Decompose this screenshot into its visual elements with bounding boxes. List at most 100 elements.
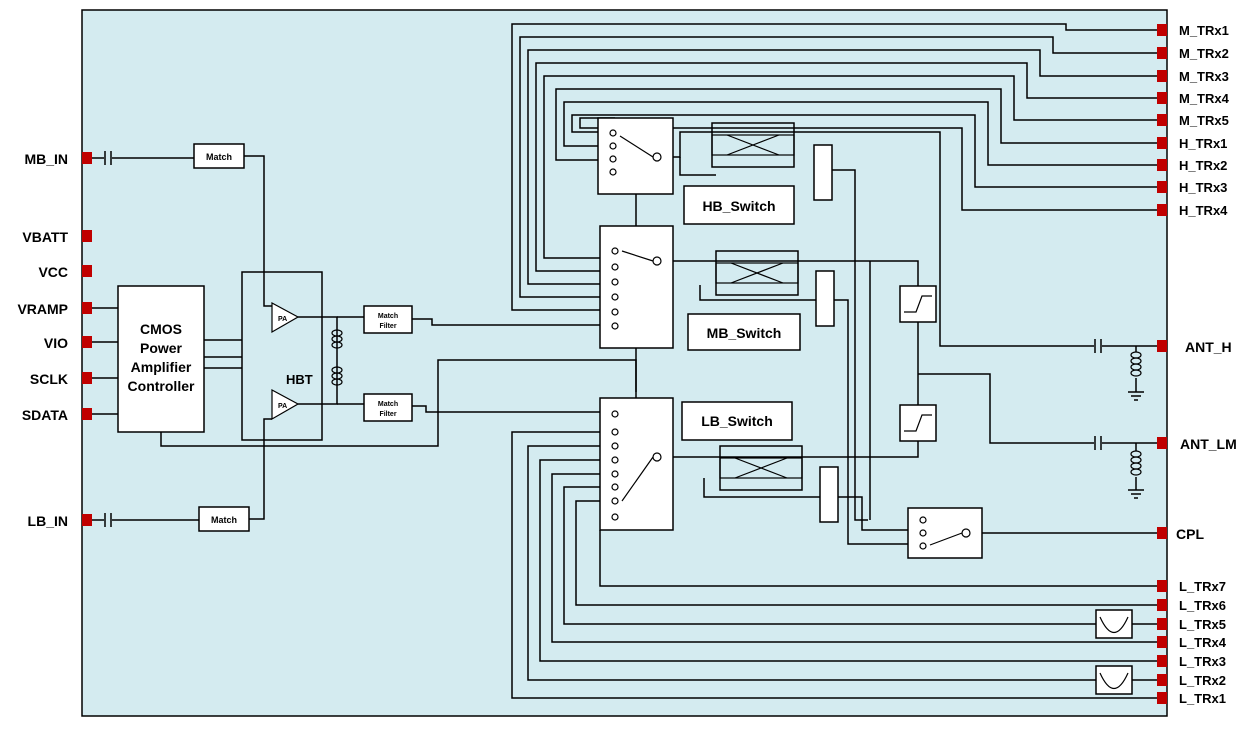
match-filter-1-line2: Filter [379, 323, 396, 330]
mb-switch-label-box: MB_Switch [687, 313, 801, 351]
bus-wire-top [563, 101, 1157, 166]
pin-label-h-trx4: H_TRx4 [1179, 203, 1228, 218]
pin-label-m-trx2: M_TRx2 [1179, 46, 1229, 61]
inductor-pa1 [331, 341, 343, 349]
coupler-lb [719, 457, 803, 479]
pin-h-trx3: H_TRx3 [1157, 180, 1227, 195]
lb-switch [599, 397, 674, 531]
lb-switch-arm [621, 456, 654, 502]
match-filter-2-line1: Match [378, 401, 398, 408]
pin-m-trx2: M_TRx2 [1157, 46, 1229, 61]
pa-label-1: PA [278, 316, 287, 323]
mb-path [412, 318, 600, 326]
match-lb: Match [198, 506, 250, 532]
lb-match-to-pa [249, 418, 272, 520]
hb-out [658, 131, 1094, 347]
bandpass-filter-l-trx5-curve [1099, 616, 1129, 634]
cpl-switch [907, 507, 983, 559]
pin-vbatt: VBATT [22, 229, 92, 245]
bus-wire-top [511, 23, 1157, 311]
lb-switch-label: LB_Switch [701, 413, 773, 429]
left-pins: MB_IN VBATT VCC VRAMP VIO SCLK SDATA LB [17, 151, 92, 529]
pin-vio: VIO [44, 335, 92, 351]
lb-switch-label-box: LB_Switch [681, 401, 793, 441]
bus-wire-top [535, 62, 1157, 272]
bandpass-filter-l-trx2 [1095, 665, 1133, 695]
pin-label-l-trx1: L_TRx1 [1179, 691, 1226, 706]
mb-couple-out [834, 299, 912, 545]
pin-label-h-trx3: H_TRx3 [1179, 180, 1227, 195]
match-mb-label: Match [206, 152, 232, 162]
hb-switch-port [609, 142, 617, 150]
pin-label-vio: VIO [44, 335, 68, 351]
hb-switch-port [609, 168, 617, 176]
hb-switch-port [609, 155, 617, 163]
match-filter-1-line1: Match [378, 313, 398, 320]
pin-sdata: SDATA [22, 407, 92, 423]
bus-wire-bottom [575, 500, 1157, 606]
mb-out [658, 260, 919, 286]
bus-wire-bottom [599, 530, 1157, 587]
mb-switch-arm [621, 250, 654, 262]
pin-label-sclk: SCLK [30, 371, 68, 387]
pin-label-h-trx2: H_TRx2 [1179, 158, 1227, 173]
pin-l-trx4: L_TRx4 [1157, 635, 1227, 650]
bandpass-filter-l-trx2-curve [1099, 672, 1129, 690]
bus-wire-top [571, 114, 1157, 188]
inductor-pa2 [331, 378, 343, 386]
lb-path [412, 405, 600, 413]
pin-cpl: CPL [1157, 526, 1204, 542]
pin-m-trx1: M_TRx1 [1157, 23, 1229, 38]
controller-label-1: CMOS [140, 321, 182, 337]
pa-label-2: PA [278, 403, 287, 410]
match-lb-label: Match [211, 515, 237, 525]
lb-switch-port [611, 513, 619, 521]
lb-switch-port [611, 483, 619, 491]
bandpass-filter-l-trx5 [1095, 609, 1133, 639]
cpl-switch-arm [929, 532, 963, 546]
pin-l-trx5: L_TRx5 [1157, 617, 1226, 632]
lb-switch-port [611, 470, 619, 478]
bus-wire-bottom [527, 445, 1157, 681]
match-filter-2-line2: Filter [379, 411, 396, 418]
lb-couple-out [838, 496, 912, 531]
match-filter-1: Match Filter [363, 305, 413, 334]
pin-ant-lm: ANT_LM [1157, 436, 1237, 452]
coupler-hb [711, 134, 795, 156]
hbt-label: HBT [286, 372, 313, 387]
lb-switch-port [611, 442, 619, 450]
hb-switch-label-box: HB_Switch [683, 185, 795, 225]
pin-sclk: SCLK [30, 371, 92, 387]
inductor-ant-h [1130, 369, 1142, 377]
hb-switch-port [609, 129, 617, 137]
mb-switch-port [611, 308, 619, 316]
pin-label-l-trx7: L_TRx7 [1179, 579, 1226, 594]
cmos-controller: CMOS Power Amplifier Controller [117, 285, 205, 433]
mb-switch-port [611, 322, 619, 330]
bus-wire-top [543, 75, 1157, 259]
pin-label-vbatt: VBATT [22, 229, 68, 245]
pin-label-cpl: CPL [1176, 526, 1204, 542]
cpl-switch-port [919, 529, 927, 537]
bus-wire-top [579, 117, 1157, 211]
coupler-mb [730, 262, 784, 284]
hb-switch-common [652, 152, 662, 162]
bus-wire-top [555, 88, 1157, 161]
mb-switch-port [611, 247, 619, 255]
mb-coupler [699, 285, 816, 301]
pin-label-ant-lm: ANT_LM [1180, 436, 1237, 452]
coupler-term-hb [813, 144, 833, 201]
pin-label-m-trx4: M_TRx4 [1179, 91, 1230, 106]
lb-out [658, 441, 919, 458]
pin-vcc: VCC [38, 264, 92, 280]
pin-label-vramp: VRAMP [17, 301, 68, 317]
hb-coupler [679, 157, 716, 176]
pin-m-trx5: M_TRx5 [1157, 113, 1229, 128]
pin-label-l-trx3: L_TRx3 [1179, 654, 1226, 669]
match-mb: Match [193, 143, 245, 169]
pin-label-l-trx5: L_TRx5 [1179, 617, 1226, 632]
lb-coupler [703, 478, 820, 498]
hb-switch-label: HB_Switch [702, 198, 775, 214]
coupler-mb [715, 262, 799, 284]
